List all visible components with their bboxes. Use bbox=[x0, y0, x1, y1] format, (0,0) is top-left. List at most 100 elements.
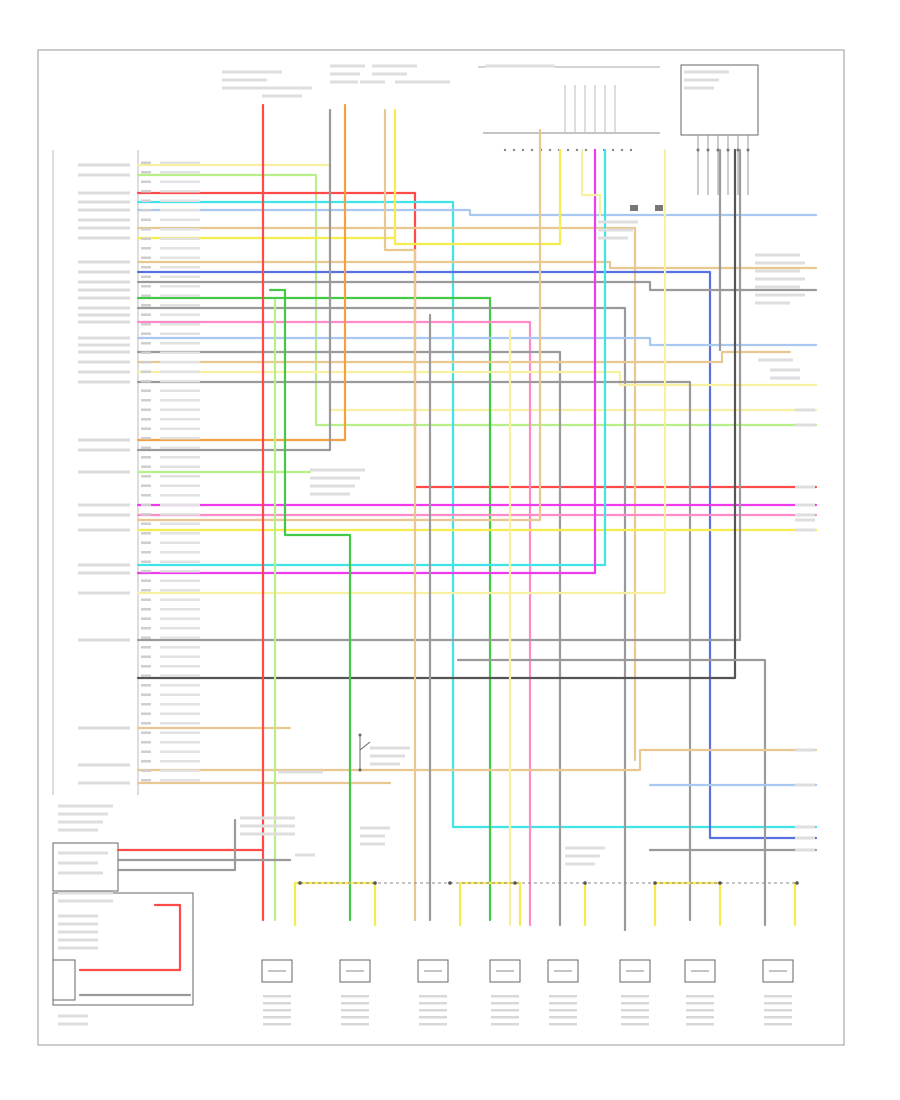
diagram-label-bar bbox=[58, 851, 108, 855]
connector-pin bbox=[620, 148, 624, 152]
wire-color-bar bbox=[160, 655, 200, 658]
wire-color-bar bbox=[160, 266, 200, 269]
module-pin bbox=[716, 148, 720, 152]
sensor-label-bar bbox=[491, 1016, 519, 1019]
wire-color-bar bbox=[160, 579, 200, 582]
pin-number-bar bbox=[141, 209, 151, 212]
wire-gray bbox=[136, 306, 627, 932]
connector-pin bbox=[530, 148, 534, 152]
left-label-bar bbox=[78, 528, 130, 532]
wire-yellow bbox=[458, 881, 522, 927]
diagram-label-bar bbox=[262, 94, 302, 98]
wire-color-bar bbox=[160, 494, 200, 497]
pin-number-bar bbox=[141, 731, 151, 734]
diagram-label-bar bbox=[330, 64, 365, 68]
sensor-label-bar bbox=[549, 1023, 577, 1026]
wire-color-bar bbox=[160, 418, 200, 421]
splice-markers bbox=[298, 881, 799, 885]
diagram-label-bar bbox=[58, 820, 103, 824]
pin-number-bar bbox=[141, 418, 151, 421]
sensor-label-bar bbox=[263, 1009, 291, 1012]
wire-color-bar bbox=[160, 408, 200, 411]
wire-color-bar bbox=[160, 456, 200, 459]
pin-number-bar bbox=[141, 285, 151, 288]
left-label-bar bbox=[78, 470, 130, 474]
diagram-label-bar bbox=[370, 754, 405, 758]
pin-number-bar bbox=[141, 323, 151, 326]
left-label-bar bbox=[78, 191, 130, 195]
module-pin bbox=[736, 148, 740, 152]
diagram-label-bar bbox=[58, 922, 98, 926]
pin-number-bar bbox=[141, 522, 151, 525]
wire-gray bbox=[136, 280, 818, 292]
pin-number-bar bbox=[141, 313, 151, 316]
diagram-label-bar bbox=[420, 80, 450, 84]
wire-color-bar bbox=[160, 769, 200, 772]
sensor-label-bar bbox=[341, 995, 369, 998]
pin-number-bar bbox=[141, 494, 151, 497]
wire-lightyellow bbox=[136, 148, 667, 595]
sensor-label-bar bbox=[764, 1023, 792, 1026]
wire-color-bar bbox=[160, 589, 200, 592]
connector-pin-ticks bbox=[141, 161, 200, 782]
pin-number-bar bbox=[141, 399, 151, 402]
wire-color-bar bbox=[160, 190, 200, 193]
diagram-label-bar bbox=[372, 72, 407, 76]
diagram-label-bar bbox=[684, 78, 719, 82]
pin-number-bar bbox=[141, 598, 151, 601]
wire-yellow bbox=[136, 148, 562, 246]
sensor-label-bar bbox=[263, 1023, 291, 1026]
connector-pin bbox=[575, 148, 579, 152]
splice-block bbox=[655, 205, 663, 211]
diagram-label-bar bbox=[795, 836, 815, 840]
wire-color-bar bbox=[160, 617, 200, 620]
top-right-module-box bbox=[680, 64, 759, 136]
wire-color-bar bbox=[160, 465, 200, 468]
diagram-label-bar bbox=[755, 253, 800, 257]
diagram-label-bar bbox=[565, 862, 595, 866]
wire-color-bar bbox=[160, 294, 200, 297]
diagram-label-bar bbox=[795, 423, 815, 427]
wire-pink bbox=[136, 320, 532, 927]
left-label-bar bbox=[78, 288, 130, 292]
diagram-label-bar bbox=[795, 503, 815, 507]
diagram-label-bar bbox=[795, 408, 815, 412]
left-label-bar bbox=[78, 306, 130, 310]
wire-gray bbox=[136, 108, 332, 452]
sensor-label-bar bbox=[764, 1002, 792, 1005]
wire-color-bar bbox=[160, 674, 200, 677]
pin-number-bar bbox=[141, 541, 151, 544]
wire-color-bar bbox=[160, 275, 200, 278]
left-label-bar bbox=[78, 513, 130, 517]
diagram-frame bbox=[37, 49, 845, 1046]
pin-number-bar bbox=[141, 171, 151, 174]
wire-color-bar bbox=[160, 741, 200, 744]
diagram-label-bar bbox=[58, 930, 98, 934]
wire-red bbox=[78, 903, 182, 972]
sensor-label-bar bbox=[686, 1002, 714, 1005]
pin-number-bar bbox=[141, 465, 151, 468]
left-label-bar bbox=[78, 320, 130, 324]
pin-number-bar bbox=[141, 484, 151, 487]
splice-dot bbox=[653, 881, 657, 885]
wire-color-bar bbox=[160, 484, 200, 487]
diagram-label-bar bbox=[770, 368, 800, 372]
wire-gray bbox=[456, 658, 767, 927]
wire-tan bbox=[383, 108, 417, 922]
top-center-pins bbox=[503, 85, 663, 211]
pin-number-bar bbox=[141, 655, 151, 658]
wire-tan bbox=[136, 260, 818, 270]
left-label-bar bbox=[78, 591, 130, 595]
connector-pin bbox=[566, 148, 570, 152]
wire-color-bar bbox=[160, 627, 200, 630]
wire-tan bbox=[136, 748, 818, 772]
pin-number-bar bbox=[141, 427, 151, 430]
diagram-label-bar bbox=[795, 748, 815, 752]
wire-color-bar bbox=[160, 304, 200, 307]
left-label-bar bbox=[78, 163, 130, 167]
wire-color-bar bbox=[160, 522, 200, 525]
wire-orange bbox=[136, 103, 347, 442]
wire-green bbox=[136, 296, 492, 922]
pin-number-bar bbox=[141, 351, 151, 354]
sensor-label-bar bbox=[549, 1002, 577, 1005]
